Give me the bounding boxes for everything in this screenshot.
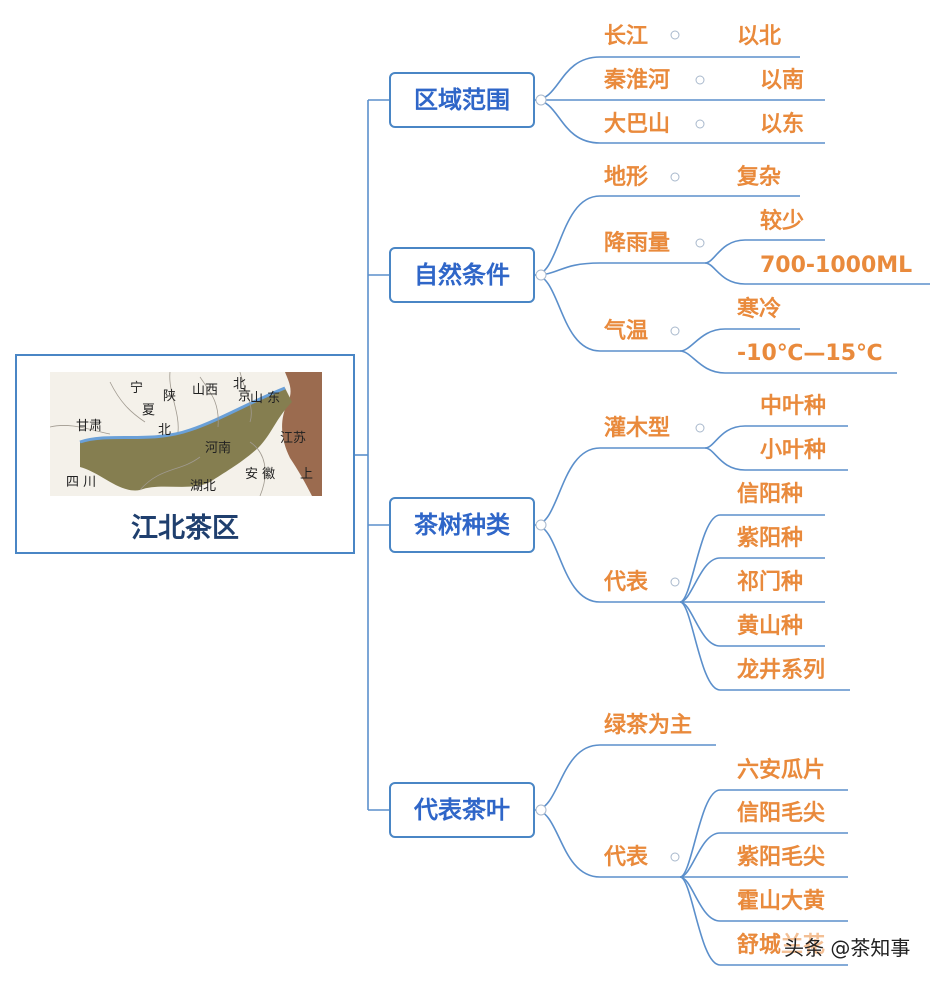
leaf-label[interactable]: 祁门种 [737,570,804,595]
leaf-label[interactable]: 小叶种 [760,438,827,463]
leaf-label[interactable]: 黄山种 [737,614,804,639]
map-label: 北 [158,423,171,438]
branch-region[interactable]: 区域范围 [389,72,535,128]
watermark: 头条 @茶知事 [780,932,915,961]
map-label: 江苏 [280,430,306,446]
leaf-label[interactable]: 700-1000ML [760,253,913,278]
branch-nature[interactable]: 自然条件 [389,247,535,303]
map-label: 夏 [142,403,155,418]
leaf-label[interactable]: 舒城兰花 [737,933,826,958]
branch-tree-types[interactable]: 茶树种类 [389,497,535,553]
collapse-icon [670,577,680,587]
node-label[interactable]: 代表 [604,845,649,870]
branch-teas[interactable]: 代表茶叶 [389,782,535,838]
map-label: 宁 [130,380,143,396]
collapse-icon [695,423,705,433]
map-label: 北 [233,377,246,392]
leaf-label[interactable]: 紫阳种 [737,526,804,551]
map-label: 安 徽 [245,467,275,482]
map-label: 陕 [163,389,176,404]
collapse-icon [535,94,547,106]
collapse-icon [670,326,680,336]
root-node[interactable]: 宁 夏 陕 山西 北 京 山 东 甘肃 北 河南 江苏 四 川 湖北 安 徽 上… [15,354,355,554]
leaf-label[interactable]: 信阳种 [737,482,804,507]
map-label: 上 [300,467,313,482]
node-label[interactable]: 大巴山 [604,112,671,137]
collapse-markers [535,30,705,862]
node-label[interactable]: 秦淮河 [604,68,671,93]
collapse-icon [695,75,705,85]
map-label: 河南 [205,440,231,456]
leaf-label[interactable]: 寒冷 [737,297,782,322]
leaf-label[interactable]: 较少 [760,209,805,234]
leaf-label[interactable]: 六安瓜片 [737,758,826,783]
map-label: 甘肃 [76,419,102,434]
node-label[interactable]: 降雨量 [604,231,671,256]
leaf-label[interactable]: 霍山大黄 [737,889,826,914]
map-label: 山西 [192,383,218,398]
map-label: 京 [238,389,251,404]
node-label[interactable]: 地形 [604,165,649,190]
collapse-icon [535,804,547,816]
collapse-icon [695,119,705,129]
collapse-icon [670,852,680,862]
leaf-label[interactable]: 龙井系列 [737,658,826,683]
node-label[interactable]: 绿茶为主 [604,713,693,738]
collapse-icon [535,519,547,531]
collapse-icon [695,238,705,248]
map-label: 山 东 [250,391,280,406]
root-title: 江北茶区 [131,513,239,544]
leaf-label[interactable]: 中叶种 [760,394,827,419]
leaf-label[interactable]: 复杂 [737,165,782,190]
collapse-icon [670,172,680,182]
collapse-icon [670,30,680,40]
map-label: 湖北 [190,479,216,494]
leaf-label[interactable]: 以南 [760,68,805,93]
node-label[interactable]: 气温 [604,319,649,344]
node-label[interactable]: 代表 [604,570,649,595]
node-label[interactable]: 灌木型 [604,416,671,441]
leaf-label[interactable]: 以东 [760,112,805,137]
leaf-label[interactable]: -10℃—15℃ [737,341,883,366]
leaf-label[interactable]: 紫阳毛尖 [737,845,826,870]
map-label: 四 川 [66,475,96,490]
node-label[interactable]: 长江 [604,24,649,49]
leaf-label[interactable]: 以北 [737,24,782,49]
collapse-icon [535,269,547,281]
leaf-label[interactable]: 信阳毛尖 [737,801,826,826]
map-image: 宁 夏 陕 山西 北 京 山 东 甘肃 北 河南 江苏 四 川 湖北 安 徽 上 [50,372,322,496]
